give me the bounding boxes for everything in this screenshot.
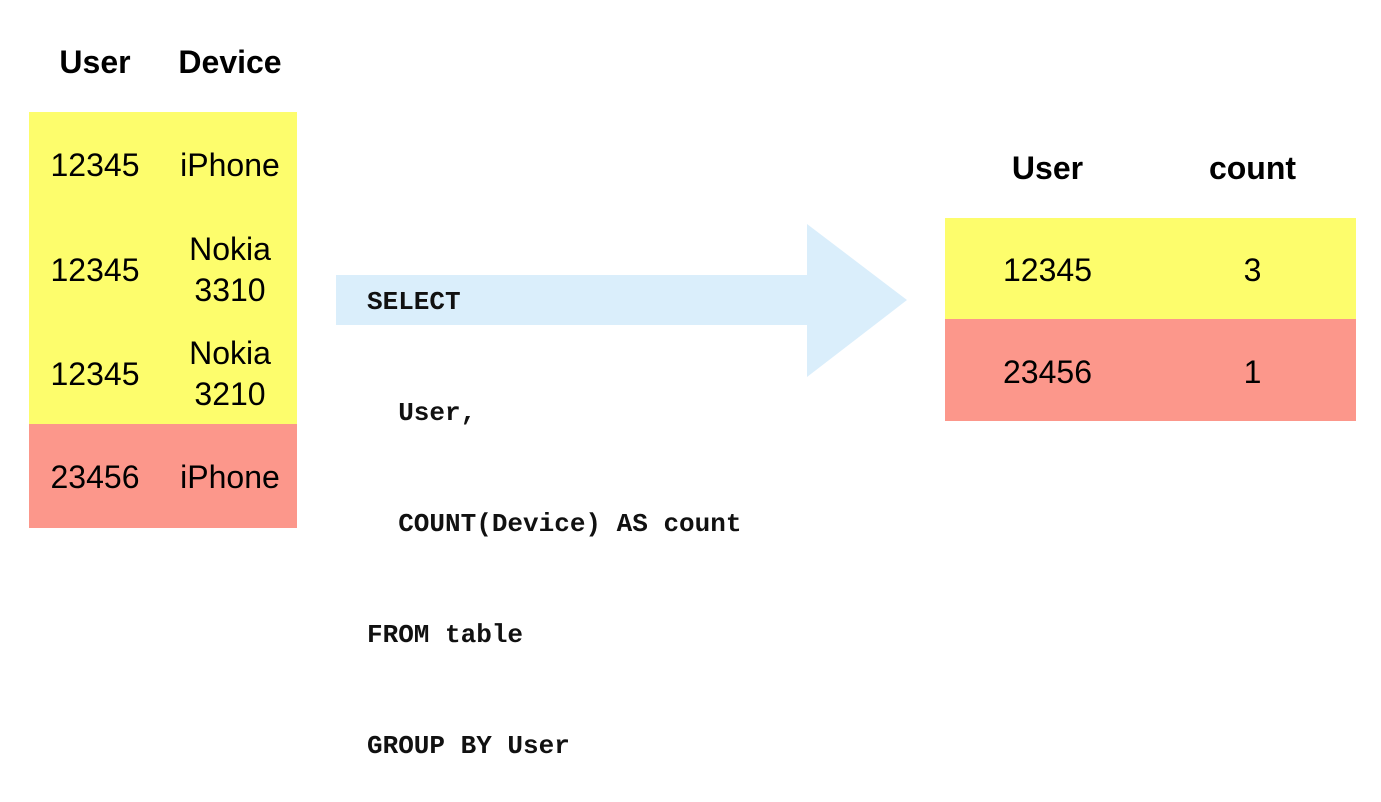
- left-header-user: User: [59, 44, 131, 80]
- left-cell-device: Nokia 3210: [160, 332, 300, 416]
- right-group-band-12345: [945, 218, 1356, 319]
- right-cell-user: 12345: [1003, 251, 1092, 288]
- right-header-user: User: [1011, 150, 1084, 186]
- sql-line: FROM table: [367, 620, 524, 650]
- device-line: 3210: [194, 376, 266, 412]
- sql-line: User,: [367, 398, 477, 428]
- right-cell-user: 23456: [1003, 353, 1092, 390]
- right-cell-count: 1: [1243, 353, 1262, 390]
- left-group-band-12345: [29, 112, 297, 424]
- left-cell-user: 23456: [50, 458, 140, 495]
- left-cell-user: 12345: [50, 146, 140, 183]
- right-arrow-icon: [336, 224, 907, 377]
- left-cell-user: 12345: [50, 355, 140, 392]
- right-header-count: count: [1208, 150, 1297, 186]
- left-cell-user: 12345: [50, 251, 140, 288]
- device-line: iPhone: [180, 458, 280, 495]
- device-line: iPhone: [180, 146, 280, 183]
- right-group-band-23456: [945, 319, 1356, 421]
- right-cell-count: 3: [1243, 251, 1262, 288]
- left-cell-device: Nokia 3310: [160, 228, 300, 312]
- device-line: Nokia: [189, 335, 271, 371]
- left-header-device: Device: [178, 44, 282, 80]
- left-cell-device: iPhone: [160, 451, 300, 503]
- device-line: Nokia: [189, 231, 271, 267]
- sql-query: SELECT User, COUNT(Device) AS count FROM…: [367, 210, 741, 802]
- device-line: 3310: [194, 272, 266, 308]
- sql-line: SELECT: [367, 287, 461, 317]
- sql-line: GROUP BY User: [367, 731, 570, 761]
- left-group-band-23456: [29, 424, 297, 528]
- arrow-shape: [336, 224, 907, 377]
- left-cell-device: iPhone: [160, 139, 300, 191]
- sql-line: COUNT(Device) AS count: [367, 509, 742, 539]
